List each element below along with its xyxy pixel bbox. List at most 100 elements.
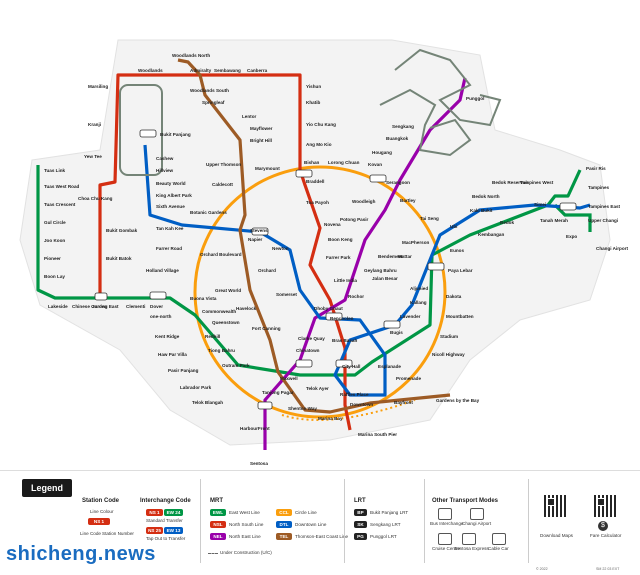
- station-pasir-panjang: Pasir Panjang: [168, 368, 199, 373]
- station-bedok: Bedok: [500, 220, 514, 225]
- station-jurong-east: Jurong East: [92, 304, 119, 309]
- under-construction-dash: [208, 553, 218, 554]
- station-yishun: Yishun: [306, 84, 321, 89]
- station-kranji: Kranji: [88, 122, 101, 127]
- punggol-lrt: [394, 48, 502, 127]
- station-tuas-crescent: Tuas Crescent: [44, 202, 76, 207]
- interchange-code-heading: Interchange Code: [140, 498, 191, 504]
- interchange-code-a1: NS 1: [146, 509, 163, 516]
- mrt-line-name-nel: North East Line: [229, 534, 261, 539]
- legend-divider: [200, 479, 201, 563]
- station-clementi: Clementi: [126, 304, 145, 309]
- station-newton: Newton: [272, 246, 289, 251]
- circle-line-extension: [281, 399, 416, 421]
- station-telok-blangah: Telok Blangah: [192, 400, 223, 405]
- station-paya-lebar: Paya Lebar: [448, 268, 473, 273]
- station-kaki-bukit: Kaki Bukit: [470, 208, 493, 213]
- sample-station-code: NS 1: [88, 518, 110, 525]
- station-choa-chu-kang: Choa Chu Kang: [78, 196, 113, 201]
- station-gul-circle: Gul Circle: [44, 220, 66, 225]
- station-chinatown: Chinatown: [296, 348, 320, 353]
- station-tanjong-pagar: Tanjong Pagar: [262, 390, 294, 395]
- station-sengkang: Sengkang: [392, 124, 414, 129]
- bus-interchange-icon: [438, 508, 452, 520]
- lrt-line-name-pg: Punggol LRT: [370, 534, 397, 539]
- station-pasir-ris: Pasir Ris: [586, 166, 606, 171]
- circle-line-loop: [193, 165, 447, 419]
- station-admiralty: Admiralty: [190, 68, 212, 73]
- station-labels: Woodlands North Woodlands Admiralty Semb…: [44, 53, 628, 466]
- download-maps-label[interactable]: Download Maps: [540, 533, 573, 538]
- station-joo-koon: Joo Koon: [44, 238, 65, 243]
- station-cashew: Cashew: [156, 156, 174, 161]
- station-bukit-batok: Bukit Batok: [106, 256, 132, 261]
- station-tiong-bahru: Tiong Bahru: [208, 348, 235, 353]
- copyright: © 2022: [536, 567, 548, 571]
- station-raffles-place: Raffles Place: [340, 392, 369, 397]
- station-lavender: Lavender: [400, 314, 421, 319]
- downtown-line: [143, 144, 591, 397]
- ship-icon: [438, 533, 452, 545]
- station-sembawang: Sembawang: [214, 68, 241, 73]
- mrt-line-code-ewl: EWL: [210, 509, 226, 516]
- station-bras-basah: Bras Basah: [332, 338, 357, 343]
- station-queenstown: Queenstown: [212, 320, 240, 325]
- fare-calculator-qr-icon[interactable]: [594, 495, 616, 517]
- station-king-albert-park: King Albert Park: [156, 193, 192, 198]
- station-dakota: Dakota: [446, 294, 462, 299]
- station-bright-hill: Bright Hill: [250, 138, 272, 143]
- station-bendemeer: Bendemeer: [378, 254, 403, 259]
- station-woodlands-south: Woodlands South: [190, 88, 229, 93]
- station-napier: Napier: [248, 237, 263, 242]
- station-bukit-panjang: Bukit Panjang: [160, 132, 191, 137]
- interchange-code-a2: NS 25: [146, 527, 163, 534]
- station-botanic-gardens: Botanic Gardens: [190, 210, 227, 215]
- station-caldecott: Caldecott: [212, 182, 233, 187]
- station-hillview: Hillview: [156, 168, 174, 173]
- station-tuas-west-road: Tuas West Road: [44, 184, 80, 189]
- mrt-line-name-nsl: North South Line: [229, 522, 264, 527]
- station-tampines-east: Tampines East: [588, 204, 621, 209]
- station-bugis: Bugis: [390, 330, 403, 335]
- station-aljunied: Aljunied: [410, 286, 428, 291]
- legend-panel: Legend Station Code Line Colour NS 1 Lin…: [0, 470, 640, 575]
- station-tan-kah-kee: Tan Kah Kee: [156, 226, 184, 231]
- legend-title: Legend: [22, 479, 73, 497]
- station-bayfront: Bayfront: [394, 400, 413, 405]
- sengkang-lrt: [379, 88, 472, 157]
- station-woodlands: Woodlands: [138, 68, 163, 73]
- download-maps-qr-icon[interactable]: [544, 495, 566, 517]
- station-potong-pasir: Potong Pasir: [340, 217, 369, 222]
- station-labrador-park: Labrador Park: [180, 385, 212, 390]
- station-marina-bay: Marina Bay: [318, 416, 343, 421]
- interchange-code-b2: EW 13: [164, 527, 183, 534]
- mrt-line-name-ccl: Circle Line: [295, 510, 317, 515]
- station-macpherson: MacPherson: [402, 240, 430, 245]
- station-mayflower: Mayflower: [250, 126, 273, 131]
- station-tai-seng: Tai Seng: [420, 216, 439, 221]
- station-beauty-world: Beauty World: [156, 181, 186, 186]
- station-buona-vista: Buona Vista: [190, 296, 217, 301]
- under-construction-label: Under Construction (U/C): [220, 550, 272, 555]
- station-punggol: Punggol: [466, 96, 484, 101]
- station-stevens: Stevens: [250, 228, 268, 233]
- mrt-line-code-nsl: NSL: [210, 521, 226, 528]
- station-tanah-merah: Tanah Merah: [540, 218, 568, 223]
- station-outram-park: Outram Park: [222, 363, 250, 368]
- station-esplanade: Esplanade: [378, 364, 401, 369]
- station-kent-ridge: Kent Ridge: [155, 334, 180, 339]
- fare-calculator-label[interactable]: Fare Calculator: [590, 533, 622, 538]
- station-little-india: Little India: [334, 278, 357, 283]
- station-yio-chu-kang: Yio Chu Kang: [306, 122, 336, 127]
- station-gardens-by-the-bay: Gardens by the Bay: [436, 398, 480, 403]
- station-commonwealth: Commonwealth: [202, 309, 236, 314]
- station-kallang: Kallang: [410, 300, 427, 305]
- station-haw-par-villa: Haw Par Villa: [158, 352, 187, 357]
- station-mattar: Mattar: [398, 254, 412, 259]
- station-downtown: Downtown: [350, 402, 373, 407]
- station-sentosa: Sentosa: [250, 461, 268, 466]
- station-mountbatten: Mountbatten: [446, 314, 474, 319]
- monorail-icon: [462, 533, 476, 545]
- station-orchard: Orchard: [258, 268, 276, 273]
- station-bartley: Bartley: [400, 198, 416, 203]
